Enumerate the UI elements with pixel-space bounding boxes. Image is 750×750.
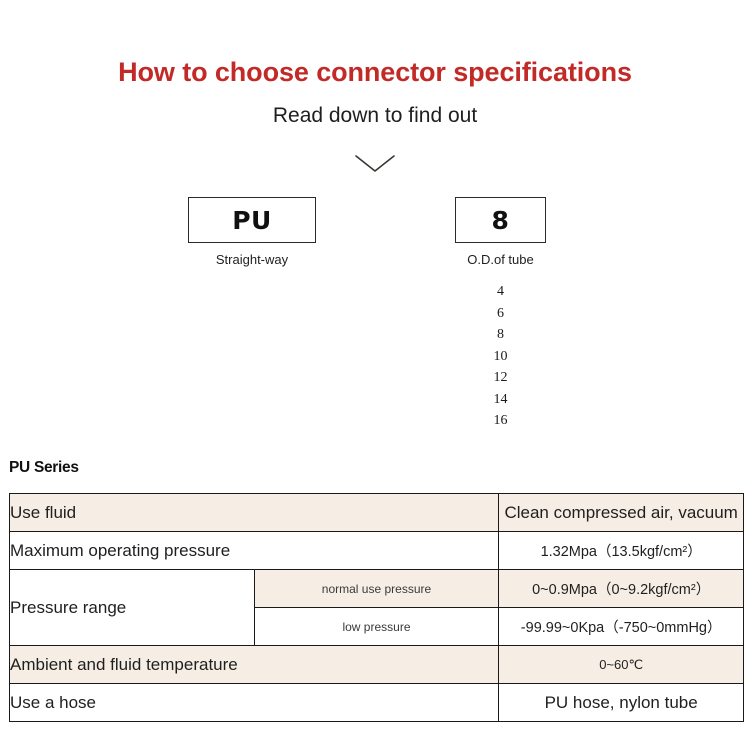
spec-value: 1.32Mpa（13.5kgf/cm²） <box>498 531 744 570</box>
spec-value: PU hose, nylon tube <box>498 683 744 722</box>
tube-size-code: 8 <box>491 205 510 235</box>
connector-type-box: PU <box>188 197 316 243</box>
list-item: 16 <box>493 413 508 428</box>
table-row: Ambient and fluid temperature 0~60℃ <box>8 645 744 684</box>
list-item: 8 <box>497 327 504 342</box>
table-row: Pressure range normal use pressure 0~0.9… <box>9 569 744 646</box>
connector-type-code: PU <box>232 205 272 235</box>
connector-type-caption: Straight-way <box>215 252 289 267</box>
page-subtitle: Read down to find out <box>272 104 478 127</box>
list-item: 12 <box>493 370 508 385</box>
spec-table-heading: PU Series <box>9 459 79 476</box>
spec-label: Pressure range <box>9 569 255 646</box>
spec-label: Ambient and fluid temperature <box>8 645 500 684</box>
spec-sublabel: low pressure <box>253 607 500 646</box>
table-row: low pressure -99.99~0Kpa（-750~0mmHg） <box>10 607 744 646</box>
spec-value: Clean compressed air, vacuum <box>498 493 744 532</box>
table-row: Use fluid Clean compressed air, vacuum <box>8 493 744 532</box>
tube-size-caption: O.D.of tube <box>467 252 534 267</box>
list-item: 14 <box>493 391 508 407</box>
spec-value: 0~60℃ <box>498 645 744 684</box>
spec-label: Maximum operating pressure <box>8 531 500 570</box>
table-row: Maximum operating pressure 1.32Mpa（13.5k… <box>8 531 744 570</box>
spec-sublabel: normal use pressure <box>253 569 500 608</box>
spec-label: Use fluid <box>8 493 500 532</box>
list-item: 10 <box>493 348 508 364</box>
tube-size-option-list: 4 6 8 10 12 14 16 <box>435 281 566 432</box>
spec-value: 0~0.9Mpa（0~9.2kgf/cm²） <box>498 569 744 608</box>
chevron-down-icon <box>0 152 750 180</box>
spec-label: Use a hose <box>8 683 500 722</box>
table-row: Use a hose PU hose, nylon tube <box>8 683 744 722</box>
page-title: How to choose connector specifications <box>118 57 632 87</box>
spec-value: -99.99~0Kpa（-750~0mmHg） <box>498 607 744 646</box>
tube-size-box: 8 <box>455 197 546 243</box>
list-item: 6 <box>497 305 504 321</box>
spec-table: Use fluid Clean compressed air, vacuum M… <box>8 493 744 722</box>
list-item: 4 <box>497 284 504 299</box>
